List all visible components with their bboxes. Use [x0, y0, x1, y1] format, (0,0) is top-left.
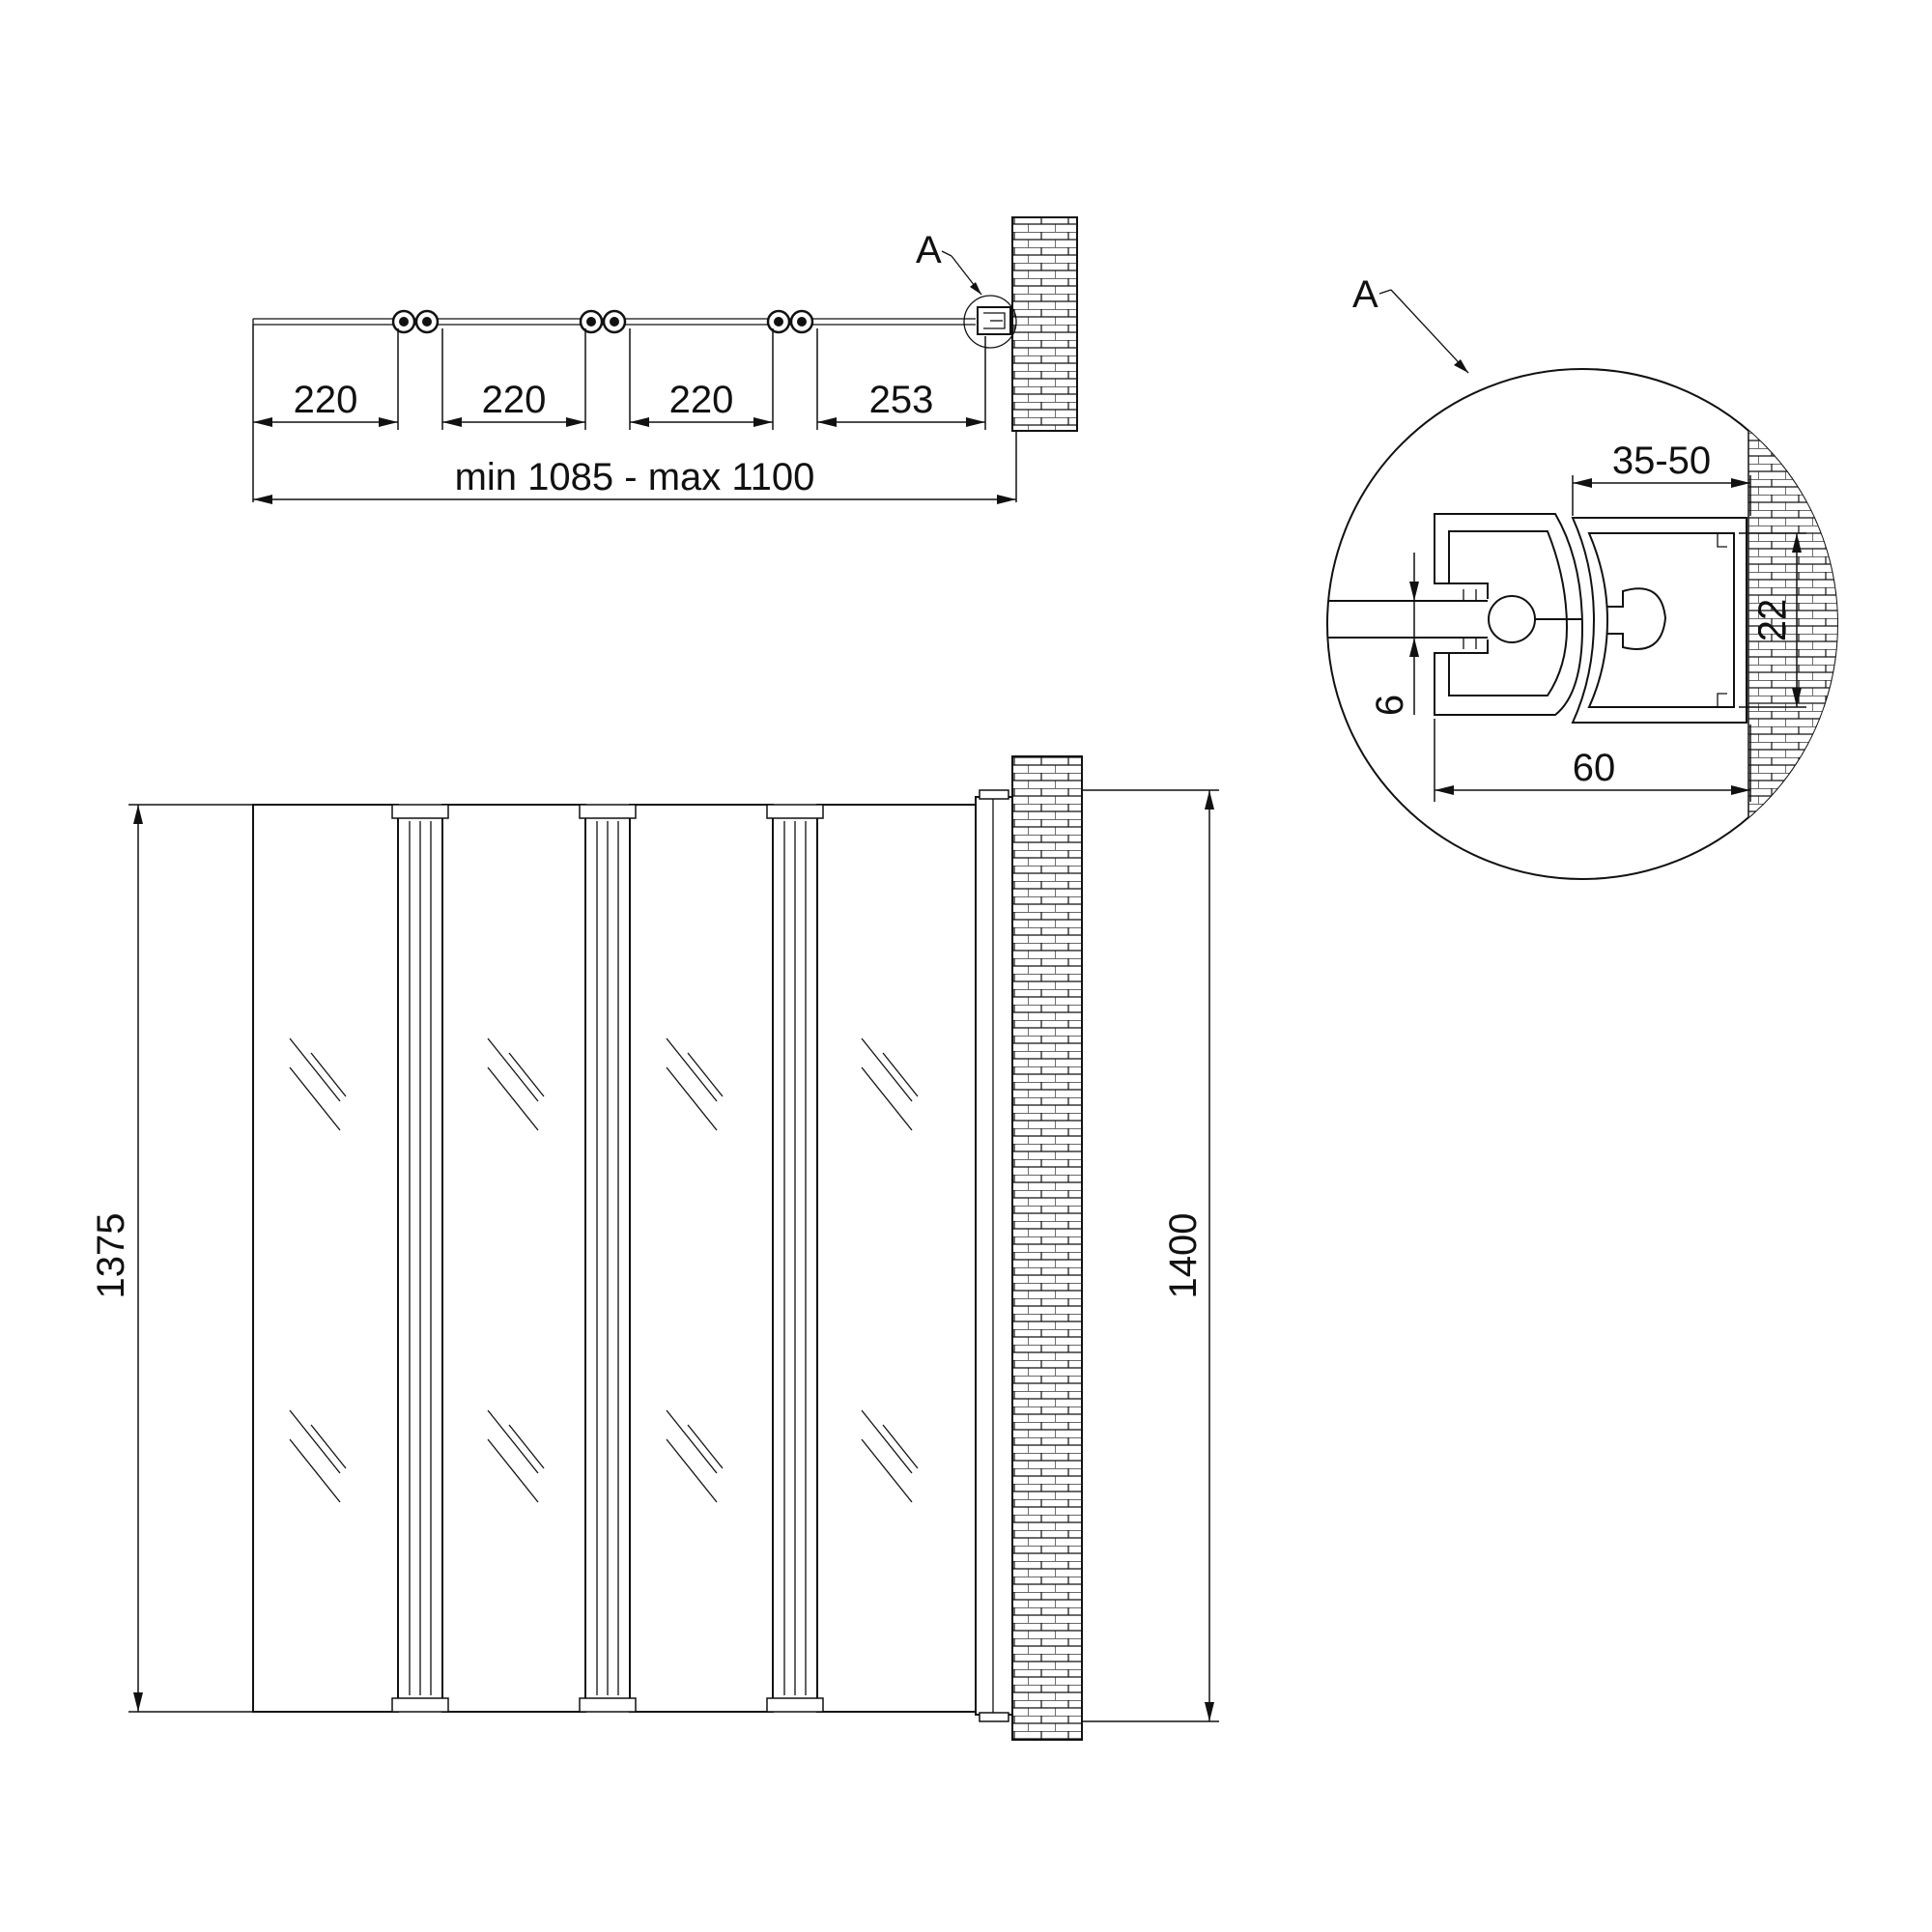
dim-35-50: 35-50 — [1572, 440, 1751, 516]
dim-height-right: 1400 — [1082, 789, 1219, 1722]
dim-6: 6 — [1369, 553, 1435, 716]
dim-label-wall-adjust: 35-50 — [1612, 440, 1711, 482]
dim-label-inner-height: 22 — [1751, 599, 1794, 642]
dim-22: 22 — [1739, 532, 1806, 708]
dim-label-segment-3: 220 — [669, 379, 734, 421]
elevation-view: 1375 1400 — [90, 755, 1219, 1741]
hinge-profile-detail — [1434, 513, 1584, 716]
dimension-extension-lines — [252, 325, 1017, 502]
detail-label: A — [1352, 273, 1378, 316]
glass-panel-2 — [441, 804, 586, 1713]
dim-label-profile-width: 60 — [1573, 747, 1616, 789]
detail-circle-plan — [963, 295, 1017, 349]
wall-profile-elevation — [975, 789, 1013, 1722]
wall-elevation — [1011, 755, 1083, 1741]
wall-profile-plan — [977, 306, 1011, 335]
hinge-plan-1 — [391, 309, 440, 334]
dim-label-panel-height: 1375 — [90, 1213, 132, 1299]
dim-60: 60 — [1434, 719, 1751, 802]
glass-pane-detail — [1327, 600, 1488, 639]
detail-a: A — [1326, 273, 1838, 880]
hinge-plan-3 — [766, 309, 814, 334]
dim-overall: min 1085 - max 1100 — [253, 456, 1016, 504]
plan-view: A 220 220 220 — [252, 216, 1078, 504]
dim-220-3: 220 — [630, 379, 773, 427]
hinge-plan-2 — [579, 309, 627, 334]
dim-height-left: 1375 — [90, 804, 253, 1713]
dim-label-overall: min 1085 - max 1100 — [455, 456, 815, 498]
hinge-column-1 — [391, 804, 449, 1713]
dim-label-segment-4: 253 — [869, 379, 934, 421]
dim-label-segment-1: 220 — [294, 379, 358, 421]
wall-plan — [1011, 216, 1078, 432]
glass-panel-1 — [252, 804, 399, 1713]
dim-label-wall-profile-height: 1400 — [1162, 1213, 1205, 1299]
dim-label-glass-thickness: 6 — [1369, 695, 1411, 716]
glass-reflection-marks — [289, 1037, 919, 1503]
hinge-column-3 — [766, 804, 824, 1713]
dim-label-segment-2: 220 — [482, 379, 547, 421]
hinge-column-2 — [579, 804, 637, 1713]
dim-220-2: 220 — [442, 379, 585, 427]
dim-253: 253 — [817, 379, 985, 427]
dim-220-1: 220 — [253, 379, 398, 427]
glass-panel-3 — [629, 804, 774, 1713]
glass-panel-4 — [816, 804, 977, 1713]
detail-marker-plan: A — [916, 229, 942, 271]
wall-profile-detail — [1571, 517, 1747, 724]
